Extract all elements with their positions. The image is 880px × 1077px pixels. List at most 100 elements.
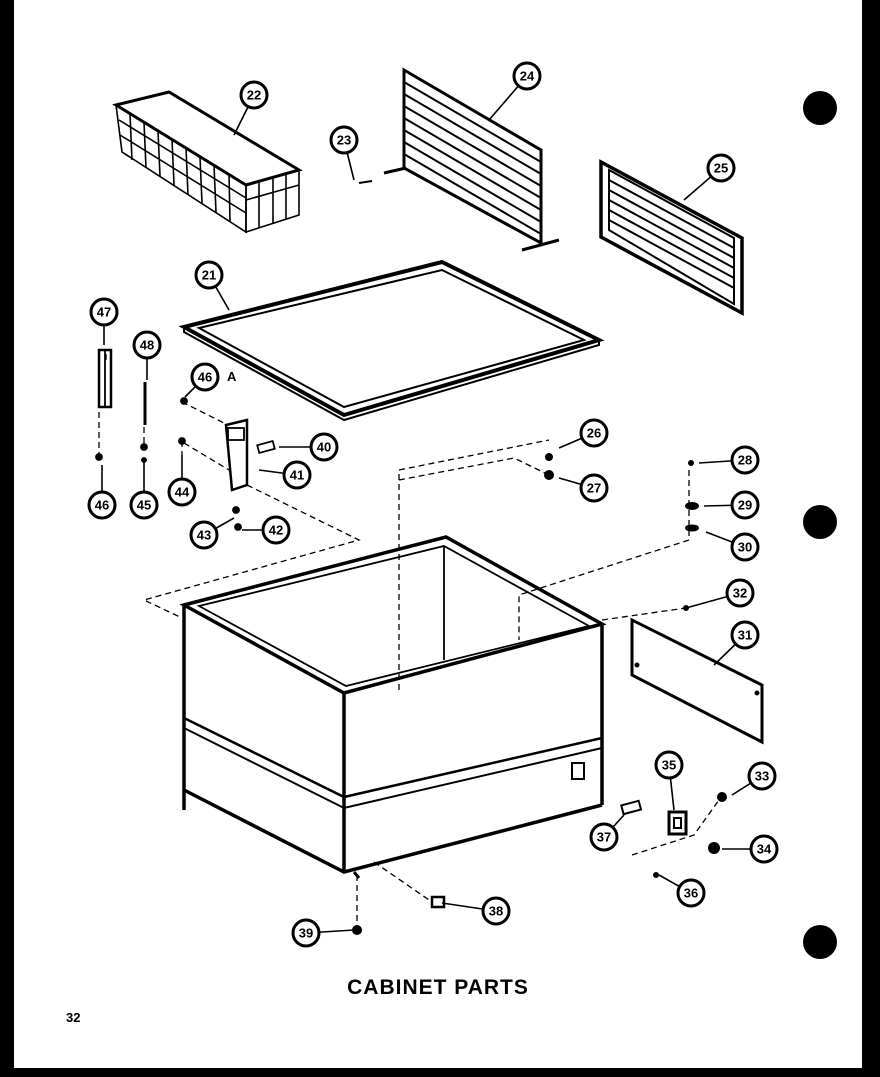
callout-number: 46 — [198, 370, 212, 385]
callout-38: 38 — [441, 896, 511, 926]
callout-32: 32 — [685, 578, 755, 609]
callout-33: 33 — [731, 761, 777, 796]
callout-circle — [87, 490, 117, 520]
callout-circle — [132, 330, 162, 360]
callout-43: 43 — [189, 517, 235, 550]
callout-circle — [589, 822, 619, 852]
callout-29: 29 — [703, 490, 760, 520]
wire-basket-22 — [112, 90, 303, 234]
diagram-title: CABINET PARTS — [347, 976, 529, 999]
callout-circle — [291, 918, 321, 948]
callout-30: 30 — [705, 531, 760, 562]
callout-circle — [730, 620, 760, 650]
callout-circle — [512, 61, 542, 91]
lid-gasket-21 — [178, 259, 605, 422]
callout-number: 31 — [738, 628, 752, 643]
callout-36: 36 — [658, 874, 706, 908]
callout-40: 40 — [279, 432, 339, 462]
parts-diagram-page: 22 23 24 25 21 47 48 46 40 41 44 45 46 43 42 26 27 28 29 30… — [14, 0, 862, 1068]
callout-number: 26 — [587, 426, 601, 441]
callout-47: 47 — [89, 297, 119, 345]
callout-24: 24 — [488, 61, 542, 121]
callout-34: 34 — [722, 834, 779, 864]
callout-44: 44 — [167, 455, 197, 507]
callout-number: 24 — [520, 69, 535, 84]
callout-number: 36 — [684, 886, 698, 901]
callout-circle — [706, 153, 736, 183]
callout-circle — [194, 260, 224, 290]
callout-circle — [261, 515, 291, 545]
binder-holes — [803, 91, 837, 959]
callout-circle — [282, 460, 312, 490]
callout-23: 23 — [329, 125, 359, 181]
callout-26: 26 — [558, 418, 609, 449]
callout-31: 31 — [713, 620, 760, 666]
callout-number: 39 — [299, 926, 313, 941]
callout-number: 43 — [197, 528, 211, 543]
callout-number: 25 — [714, 161, 728, 176]
callout-number: 47 — [97, 305, 111, 320]
callout-circle — [654, 750, 684, 780]
callout-number: 46 — [95, 498, 109, 513]
callout-number: 34 — [757, 842, 772, 857]
callout-number: 42 — [269, 523, 283, 538]
callout-number: 38 — [489, 904, 503, 919]
callout-22: 22 — [233, 80, 269, 136]
callout-circle — [730, 532, 760, 562]
callout-circle — [190, 362, 220, 392]
callout-circle — [676, 878, 706, 908]
divider-grid-24 — [358, 67, 560, 252]
suffix-a-label: A — [227, 369, 237, 384]
page-number: 32 — [66, 1010, 81, 1025]
callout-48: 48 — [132, 330, 162, 380]
callout-number: 29 — [738, 498, 752, 513]
access-panel-31 — [630, 617, 764, 745]
callout-circle — [579, 418, 609, 448]
callout-circle — [129, 490, 159, 520]
callout-37: 37 — [589, 814, 625, 852]
callout-27: 27 — [558, 473, 609, 503]
cabinet-parts-diagram: 22 23 24 25 21 47 48 46 40 41 44 45 46 43 42 26 27 28 29 30… — [87, 61, 837, 959]
callout-number: 45 — [137, 498, 151, 513]
callout-number: 27 — [587, 481, 601, 496]
callout-number: 35 — [662, 758, 676, 773]
callout-circle — [239, 80, 269, 110]
callout-number: 30 — [738, 540, 752, 555]
callout-circle — [481, 896, 511, 926]
callout-35: 35 — [654, 750, 684, 811]
callout-39: 39 — [291, 918, 355, 948]
callout-circle — [329, 125, 359, 155]
callout-21: 21 — [194, 260, 230, 311]
callout-number: 33 — [755, 769, 769, 784]
callout-circle — [749, 834, 779, 864]
callout-circle — [189, 520, 219, 550]
callout-46: 46 — [87, 465, 117, 520]
callout-28: 28 — [698, 445, 760, 475]
callout-42: 42 — [242, 515, 291, 545]
callout-45: 45 — [129, 460, 159, 520]
callout-41: 41 — [258, 460, 312, 490]
callout-number: 28 — [738, 453, 752, 468]
callout-number: 48 — [140, 338, 154, 353]
callout-number: 37 — [597, 830, 611, 845]
callout-circle — [747, 761, 777, 791]
callout-number: 32 — [733, 586, 747, 601]
callout-circle — [309, 432, 339, 462]
callout-circle — [167, 477, 197, 507]
callout-number: 21 — [202, 268, 216, 283]
callout-number: 41 — [290, 468, 304, 483]
callout-circle — [725, 578, 755, 608]
callout-circle — [730, 445, 760, 475]
callout-number: 23 — [337, 133, 351, 148]
callout-46: 46 — [184, 362, 220, 398]
small-hardware — [352, 453, 727, 935]
assembly-dashed-lines — [98, 350, 720, 928]
callout-circle — [579, 473, 609, 503]
callout-circle — [730, 490, 760, 520]
callout-labels: 22 23 24 25 21 47 48 46 40 41 44 45 46 43 42 26 27 28 29 30… — [87, 61, 779, 948]
callout-circle — [89, 297, 119, 327]
grille-panel-25 — [599, 159, 744, 316]
callout-number: 44 — [175, 485, 190, 500]
callout-25: 25 — [683, 153, 736, 201]
callout-number: 40 — [317, 440, 331, 455]
